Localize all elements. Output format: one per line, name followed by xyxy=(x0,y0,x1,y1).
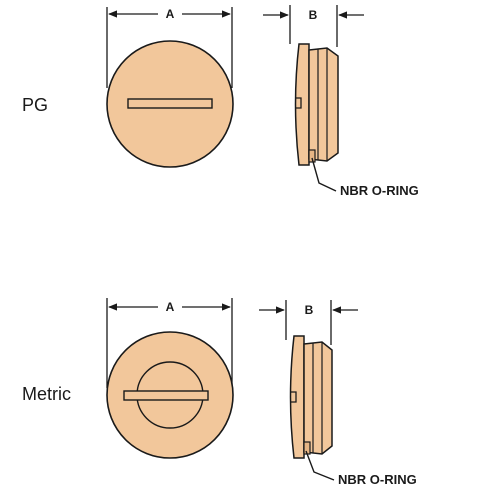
metric-leader-line xyxy=(305,450,335,481)
metric-group: A Metric B NBR O-RING xyxy=(22,298,417,487)
pg-slot xyxy=(127,98,213,109)
metric-front-view: A xyxy=(106,298,234,459)
pg-flange xyxy=(294,43,310,166)
metric-side-view: B NBR O-RING xyxy=(259,300,417,487)
pg-dim-a-label: A xyxy=(166,7,175,21)
pg-front-view: A xyxy=(106,7,234,168)
metric-thread-body xyxy=(303,341,333,455)
metric-dim-b-label: B xyxy=(305,303,314,317)
metric-slot-notch xyxy=(290,391,297,403)
pg-thread-body xyxy=(308,47,339,162)
metric-o-ring-callout: NBR O-RING xyxy=(338,472,417,487)
pg-row-label: PG xyxy=(22,95,48,115)
pg-side-view: B NBR O-RING xyxy=(263,5,419,198)
pg-dim-b-label: B xyxy=(309,8,318,22)
pg-o-ring-callout: NBR O-RING xyxy=(340,183,419,198)
pg-slot-notch xyxy=(295,97,302,109)
metric-slot xyxy=(123,390,209,401)
pg-o-ring xyxy=(308,149,316,163)
metric-flange xyxy=(289,335,305,459)
metric-dim-a-label: A xyxy=(166,300,175,314)
pg-leader-line xyxy=(311,157,337,192)
pg-group: A PG B NBR O-RING xyxy=(22,5,419,198)
metric-row-label: Metric xyxy=(22,384,71,404)
